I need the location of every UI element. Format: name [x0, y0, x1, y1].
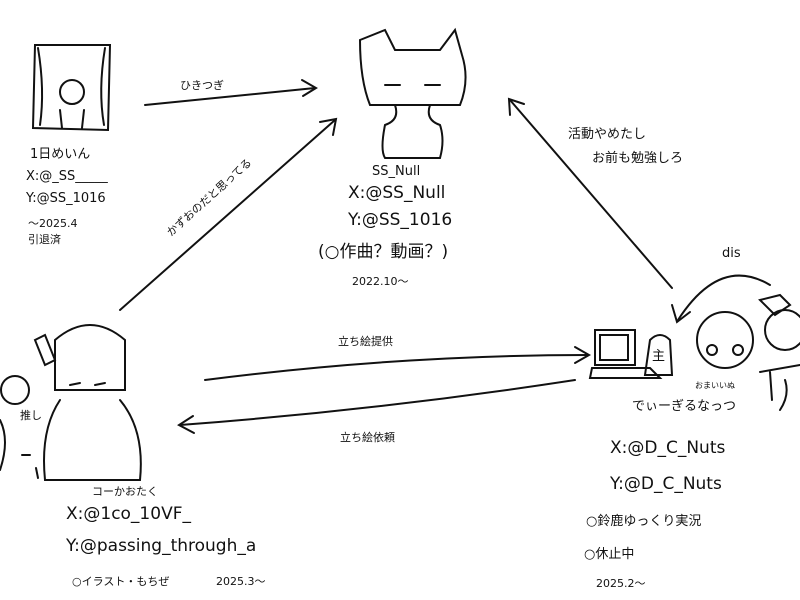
- bottom-left-name: コーかおたく: [92, 485, 158, 498]
- center-activity: (○作曲？動画？): [318, 242, 449, 262]
- label-tag-bubble: 推し: [20, 409, 42, 422]
- arrow-dis: [671, 274, 771, 324]
- bottom-left-y-handle: Y:@passing_through_a: [66, 536, 257, 556]
- bottom-right-activity: ○鈴鹿ゆっくり実況: [586, 514, 702, 529]
- center-cat-character-drawing: [358, 27, 467, 159]
- label-quit-line1: 活動やめたし: [568, 127, 647, 142]
- arrow-portrait-provided: [204, 346, 592, 381]
- bottom-left-character-drawing: [0, 324, 142, 481]
- center-y-handle: Y:@SS_1016: [348, 210, 453, 230]
- arrow-thinks: [119, 117, 338, 311]
- arrow-handover: [144, 79, 318, 106]
- top-left-name: 1日めいん: [30, 147, 91, 162]
- bottom-left-period: 2025.3～: [216, 575, 266, 588]
- arrow-quit: [507, 97, 673, 289]
- bottom-right-period: 2025.2～: [596, 577, 646, 590]
- bottom-right-name: でぃーぎるなっつ: [632, 399, 737, 414]
- top-left-x-handle: X:@_SS_____: [26, 169, 108, 184]
- bottom-right-character-drawing: [588, 293, 800, 411]
- center-name: SS_Null: [372, 164, 421, 179]
- label-portrait-provided: 立ち絵提供: [338, 335, 393, 348]
- top-left-status: 引退済: [28, 233, 61, 246]
- bottom-right-status: ○休止中: [584, 547, 635, 562]
- center-x-handle: X:@SS_Null: [348, 183, 446, 203]
- label-quit-line2: お前も勉強しろ: [592, 151, 684, 166]
- arrow-portrait-request: [177, 379, 576, 434]
- bottom-left-x-handle: X:@1co_10VF_: [66, 504, 191, 524]
- label-dis: dis: [722, 246, 741, 261]
- bottom-right-tag: 主: [652, 349, 666, 364]
- bottom-right-x-handle: X:@D_C_Nuts: [610, 438, 726, 458]
- label-handover: ひきつぎ: [180, 79, 224, 92]
- bottom-left-activity: ○イラスト・もちぜ: [72, 575, 170, 588]
- top-left-character-drawing: [31, 44, 112, 132]
- label-portrait-request: 立ち絵依頼: [340, 431, 395, 444]
- bottom-right-small-label: おまいいぬ: [695, 381, 735, 390]
- top-left-period: ～2025.4: [28, 217, 78, 230]
- top-left-y-handle: Y:@SS_1016: [26, 191, 106, 206]
- bottom-right-y-handle: Y:@D_C_Nuts: [610, 474, 722, 494]
- center-period: 2022.10～: [352, 275, 409, 288]
